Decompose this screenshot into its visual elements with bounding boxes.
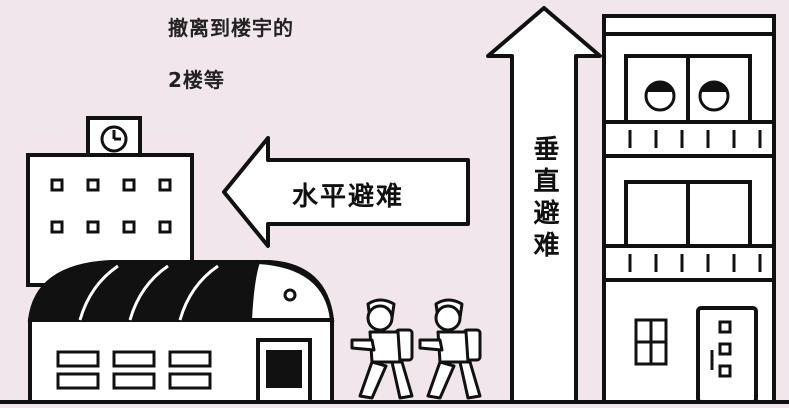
school-building [26,116,194,287]
caption-line-2: 2楼等 [168,68,225,92]
caption-line-1: 撤离到楼宇的 [168,16,294,40]
multi-storey-house [602,14,776,404]
horizontal-arrow [222,136,470,248]
horizontal-evacuation-label: 水平避难 [292,182,405,212]
people-icon [644,80,730,112]
vertical-arrow [486,6,602,404]
walking-students [350,298,482,400]
vertical-evacuation-label: 垂直避难 [529,135,559,263]
gymnasium [27,259,335,404]
